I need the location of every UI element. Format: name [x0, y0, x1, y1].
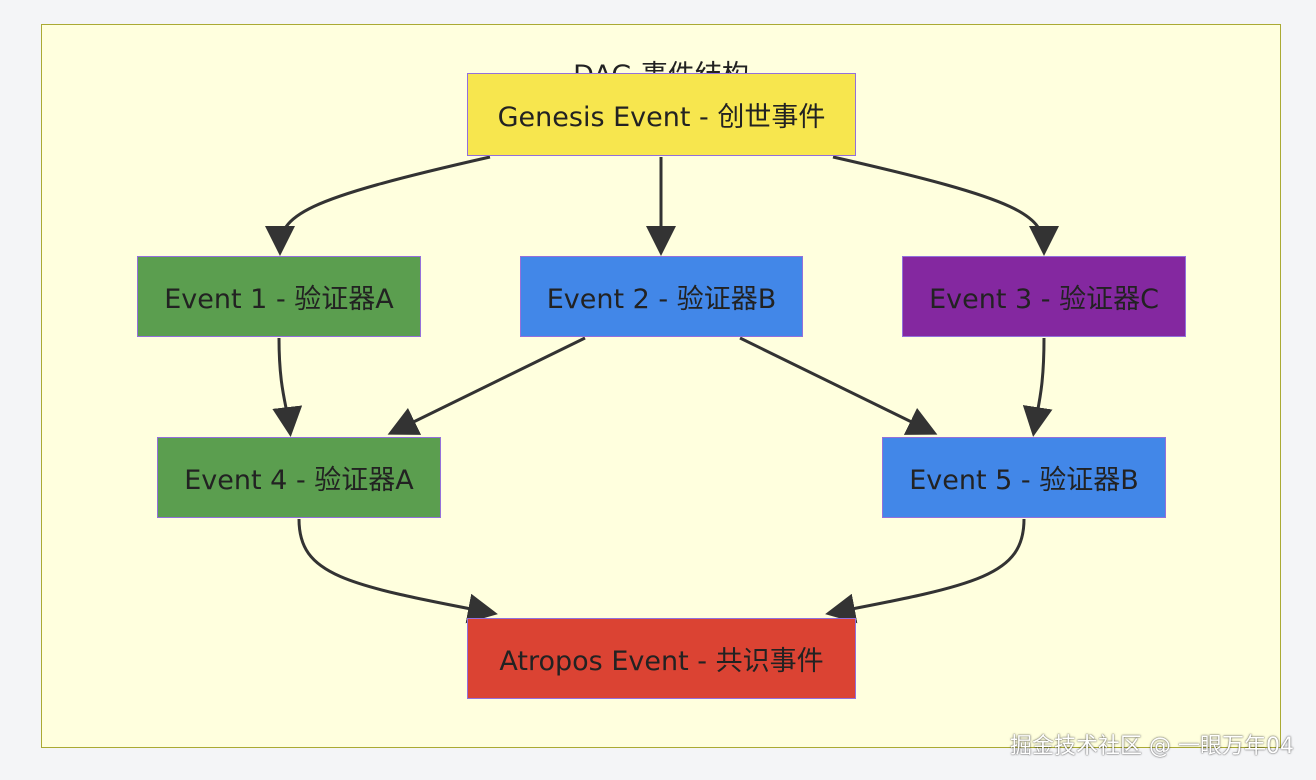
node-event-5: Event 5 - 验证器B — [882, 437, 1166, 518]
node-genesis-event: Genesis Event - 创世事件 — [467, 73, 856, 156]
node-atropos-event: Atropos Event - 共识事件 — [467, 618, 856, 699]
node-event-2: Event 2 - 验证器B — [520, 256, 803, 337]
node-event-1: Event 1 - 验证器A — [137, 256, 421, 337]
watermark: 掘金技术社区 @ 一眼万年04 — [1010, 734, 1294, 759]
node-event-4: Event 4 - 验证器A — [157, 437, 441, 518]
node-event-3: Event 3 - 验证器C — [902, 256, 1186, 337]
